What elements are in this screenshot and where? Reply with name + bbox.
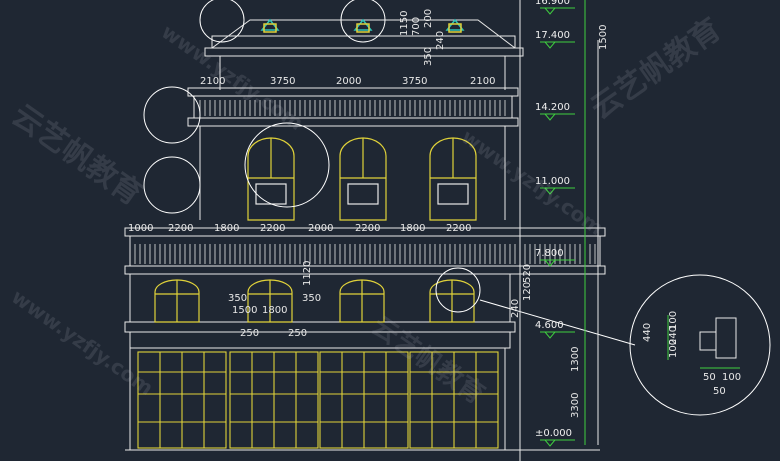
level-label: 7.800	[535, 248, 564, 259]
dim-1500: 1500	[232, 305, 257, 316]
level-triangle	[543, 7, 557, 15]
arched-window	[154, 279, 200, 323]
arched-window	[429, 279, 475, 323]
watermark-text: 云艺帆教育	[5, 98, 148, 213]
level-label: 16.900	[535, 0, 570, 7]
dim-250-left: 250	[240, 328, 259, 339]
floor-band-dims: 520 120 240	[510, 264, 533, 318]
side-dim-3300: 3300	[570, 393, 581, 418]
arched-window	[247, 137, 295, 221]
level-label: 17.400	[535, 30, 570, 41]
dim-label: 2100	[470, 76, 495, 87]
dim-label: 2200	[168, 223, 193, 234]
watermark-text: 云艺帆教育	[366, 310, 490, 410]
second-floor-windows	[154, 279, 475, 323]
dim-label: 2000	[336, 76, 361, 87]
level-label: 4.600	[535, 320, 564, 331]
detail-dim-100-b: 100	[722, 372, 741, 383]
level-label: ±0.000	[535, 428, 572, 439]
roof-vertical-dims: 1150 700 200 350 240	[399, 9, 446, 66]
detail-dim-100-bottom: 100	[668, 339, 679, 358]
dim-1800: 1800	[262, 305, 287, 316]
building-outline	[124, 19, 606, 451]
level-triangle	[543, 41, 557, 49]
detail-dim-440: 440	[642, 323, 653, 342]
window-ornament	[347, 183, 379, 205]
dim-1120: 1120	[302, 261, 313, 286]
roof-dormers	[260, 18, 465, 33]
upper-arched-windows	[247, 137, 477, 221]
detail-dim-240: 240	[668, 326, 679, 345]
detail-callout-content: 440 100 240 100 50 100 50	[642, 311, 741, 397]
window-ornament	[255, 183, 287, 205]
roof-dim-350: 350	[423, 47, 434, 66]
dim-label: 2000	[308, 223, 333, 234]
dim-350-left: 350	[228, 293, 247, 304]
watermarks: 云艺帆教育 云艺帆教育 云艺帆教育 www.yzfjy.com www.yzfj…	[5, 12, 727, 410]
roof-dim-1150: 1150	[399, 11, 410, 36]
window-ornament	[437, 183, 469, 205]
detail-dim-100-top: 100	[668, 311, 679, 330]
level-label: 14.200	[535, 102, 570, 113]
ground-window-dims: 350 1500 1800 250 250 350 1120	[228, 261, 321, 339]
side-dim-1300: 1300	[570, 347, 581, 372]
level-marker-lines	[519, 0, 599, 461]
dim-250-right: 250	[288, 328, 307, 339]
roof-dim-240: 240	[435, 31, 446, 50]
dim-label: 1000	[128, 223, 153, 234]
dim-label: 1800	[400, 223, 425, 234]
balustrade-top	[199, 100, 506, 116]
detail-dim-50-c: 50	[713, 386, 726, 397]
level-label: 11.000	[535, 176, 570, 187]
dim-label: 1800	[214, 223, 239, 234]
level-markers: 16.900 17.400 14.200 11.000 7.800 4.600 ±0.000	[535, 0, 575, 447]
mid-dimension-row: 1000 2200 1800 2200 2000 2200 1800 2200	[128, 223, 471, 234]
dim-350-right: 350	[302, 293, 321, 304]
arched-window	[429, 137, 477, 221]
watermark-url: www.yzfjy.com	[7, 284, 158, 400]
level-triangle	[543, 113, 557, 121]
detail-dim-50-a: 50	[703, 372, 716, 383]
dim-label: 2200	[355, 223, 380, 234]
roof-dim-700: 700	[411, 17, 422, 36]
arched-window	[247, 279, 293, 323]
level-triangle	[543, 439, 557, 447]
band-dim-240: 240	[510, 299, 521, 318]
band-dim-120: 120	[522, 282, 533, 301]
side-dim-1500: 1500	[598, 25, 609, 50]
dim-label: 3750	[270, 76, 295, 87]
arched-window	[339, 137, 387, 221]
roof-dim-200: 200	[423, 9, 434, 28]
dim-label: 3750	[402, 76, 427, 87]
band-dim-520: 520	[522, 264, 533, 283]
balustrade-mid	[134, 244, 596, 264]
detail-callout-circles	[143, 0, 771, 416]
ground-floor-doors	[137, 351, 499, 449]
dim-label: 2200	[446, 223, 471, 234]
dim-label: 2100	[200, 76, 225, 87]
level-triangle	[543, 331, 557, 339]
arched-window	[339, 279, 385, 323]
top-dimension-row: 2100 3750 2000 3750 2100	[200, 76, 495, 87]
dim-label: 2200	[260, 223, 285, 234]
side-vertical-dims: 1500 1300 3300	[570, 25, 609, 418]
